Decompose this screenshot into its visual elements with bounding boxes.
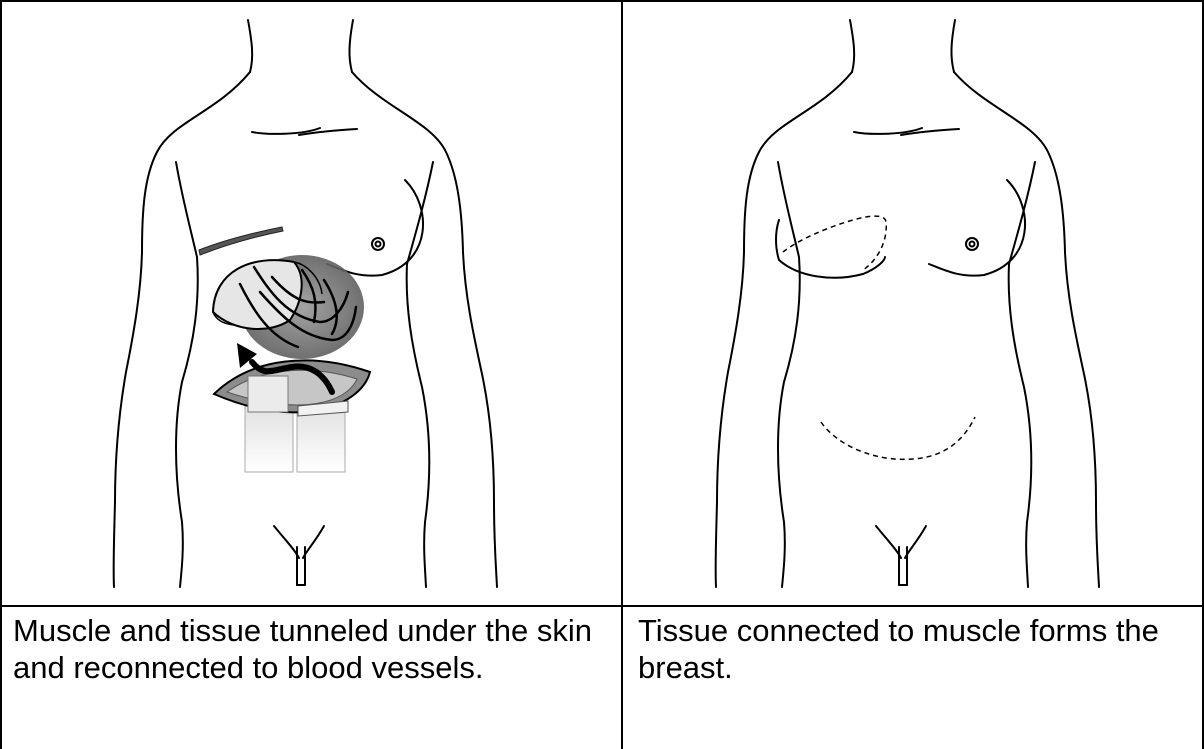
- right-caption: Tissue connected to muscle forms the bre…: [638, 612, 1194, 686]
- reconstructed-breast-illustration: [623, 2, 1202, 605]
- row-divider: [0, 605, 1204, 607]
- flap-tunnel-illustration: [2, 2, 621, 605]
- abdominal-incision-dashed: [821, 417, 975, 459]
- body-outline: [716, 20, 1099, 587]
- mastectomy-scar: [199, 227, 283, 255]
- left-caption: Muscle and tissue tunneled under the ski…: [13, 612, 613, 686]
- left-illustration-panel: [2, 2, 621, 605]
- right-illustration-panel: [623, 2, 1202, 605]
